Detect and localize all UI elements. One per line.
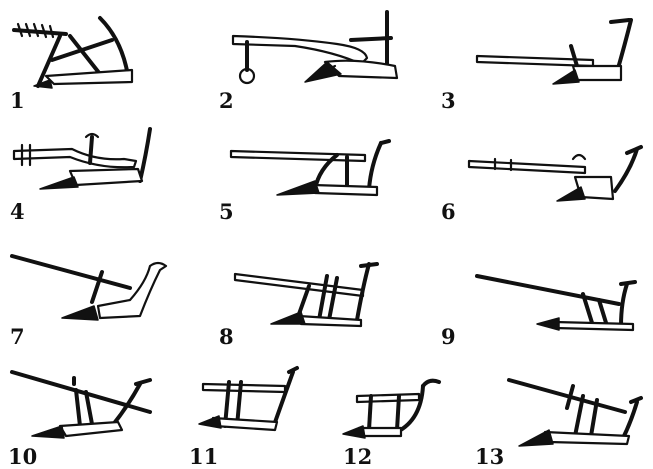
plough-5-drawing (229, 139, 391, 197)
figure-number: 13 (475, 444, 505, 469)
figure-number: 2 (219, 88, 234, 113)
plough-10-drawing (10, 370, 152, 439)
plough-4-drawing (12, 127, 152, 190)
figure-13: 13 (475, 350, 653, 468)
figure-1: 1 (0, 0, 215, 115)
figure-8: 8 (215, 230, 435, 350)
figure-5: 5 (215, 115, 435, 230)
figure-number: 10 (8, 444, 38, 469)
figure-7: 7 (0, 230, 215, 350)
figure-12: 12 (335, 350, 495, 468)
figure-number: 6 (441, 199, 456, 224)
figure-number: 7 (10, 324, 25, 349)
plough-9-drawing (475, 274, 637, 332)
plough-12-drawing (342, 378, 441, 439)
figure-3: 3 (435, 0, 653, 115)
figure-11: 11 (185, 350, 335, 468)
figure-9: 9 (435, 230, 653, 350)
figure-number: 8 (219, 324, 234, 349)
plough-7-drawing (10, 254, 168, 321)
plough-11-drawing (198, 366, 299, 432)
figure-2: 2 (215, 0, 435, 115)
plough-3-drawing (475, 18, 633, 85)
figure-number: 5 (219, 199, 234, 224)
plough-13-drawing (507, 378, 643, 447)
figure-number: 4 (10, 199, 25, 224)
plough-8-drawing (233, 262, 379, 328)
figure-number: 1 (10, 88, 25, 113)
figure-10: 10 (0, 350, 185, 468)
figure-6: 6 (435, 115, 653, 230)
plough-2-drawing (231, 10, 399, 85)
figure-number: 9 (441, 324, 456, 349)
plough-6-drawing (467, 145, 643, 202)
figure-4: 4 (0, 115, 215, 230)
figure-number: 12 (343, 444, 373, 469)
figure-number: 3 (441, 88, 456, 113)
figure-number: 11 (189, 444, 219, 469)
plough-1-drawing (12, 16, 134, 89)
